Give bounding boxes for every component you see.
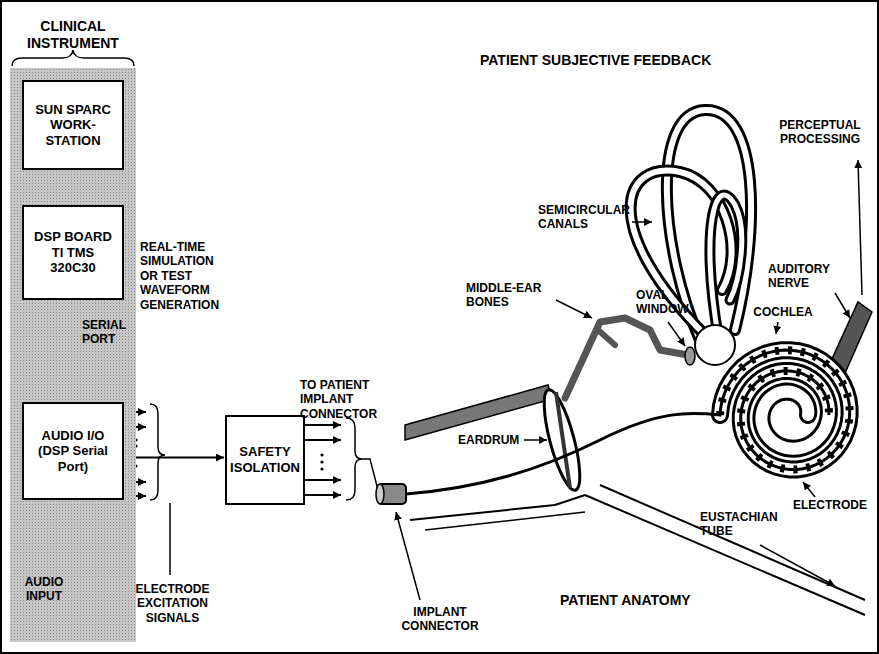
annotation-label: MIDDLE-EAR BONES <box>466 281 556 310</box>
process-box: DSP BOARD TI TMS 320C30 <box>22 205 124 300</box>
leader-arrows <box>78 160 862 600</box>
annotation-label: SERIAL PORT <box>82 318 138 347</box>
connector <box>124 457 224 458</box>
annotation-label: REAL-TIME SIMULATION OR TEST WAVEFORM GE… <box>140 240 235 312</box>
box-label: DSP BOARD TI TMS 320C30 <box>28 229 118 276</box>
annotation-label: AUDIO INPUT <box>16 575 72 604</box>
panel-heading: CLINICAL INSTRUMENT <box>10 18 136 52</box>
box-label: SUN SPARC WORK- STATION <box>28 102 118 149</box>
annotation-label: COCHLEA <box>748 305 818 319</box>
annotation-label: EUSTACHIAN TUBE <box>700 510 796 539</box>
instrument-panel: CLINICAL INSTRUMENTSUN SPARC WORK- STATI… <box>10 68 136 642</box>
annotation-label: PATIENT ANATOMY <box>560 592 740 609</box>
annotation-label: OVAL WINDOW <box>636 288 700 317</box>
annotation-label: EARDRUM <box>458 433 522 447</box>
process-box: AUDIO I/O (DSP Serial Port) <box>22 402 124 500</box>
box-label: SAFETY ISOLATION <box>230 444 300 475</box>
annotation-label: PERCEPTUAL PROCESSING <box>768 118 872 147</box>
annotation-label: TO PATIENT IMPLANT CONNECTOR <box>300 378 380 421</box>
process-box: SUN SPARC WORK- STATION <box>22 80 124 170</box>
annotation-label: ELECTRODE <box>790 498 870 512</box>
ear-anatomy <box>376 110 872 615</box>
box-label: AUDIO I/O (DSP Serial Port) <box>28 428 118 475</box>
annotation-label: PATIENT SUBJECTIVE FEEDBACK <box>480 52 800 69</box>
annotation-label: IMPLANT CONNECTOR <box>395 605 485 634</box>
annotation-label: AUDITORY NERVE <box>768 262 846 291</box>
wires <box>124 404 378 575</box>
process-box: SAFETY ISOLATION <box>225 415 305 505</box>
annotation-label: SEMICIRCULAR CANALS <box>538 203 630 232</box>
annotation-label: ELECTRODE EXCITATION SIGNALS <box>125 582 220 625</box>
brace <box>12 50 134 66</box>
